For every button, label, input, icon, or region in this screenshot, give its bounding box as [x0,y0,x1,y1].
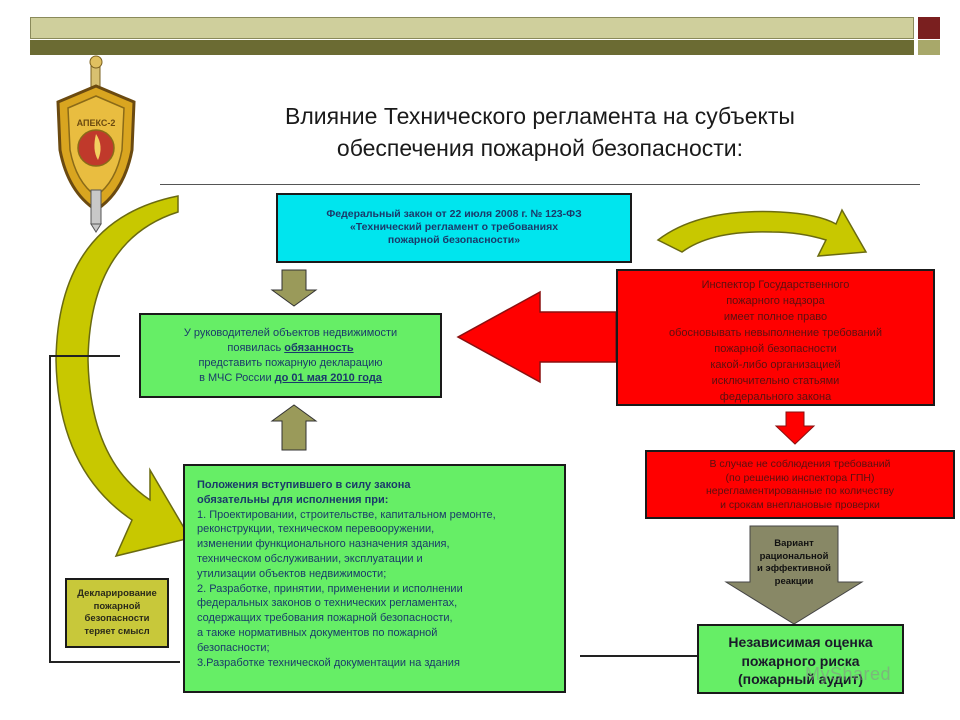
inspector-line: Инспектор Государственного [701,279,850,291]
header-bar-light [30,17,914,39]
down-arrow-law [270,269,318,307]
case-line: нерегламентированные по количеству [705,485,894,497]
law-line-1: Федеральный закон от 22 июля 2008 г. № 1… [326,208,582,220]
obligation-line-2: появилась обязанность [227,342,354,354]
declaration-line: Декларирование [77,588,157,599]
provisions-line: реконструкции, техническом перевооружени… [197,523,435,536]
obligation-line-1: У руководителей объектов недвижимости [183,327,398,339]
provisions-line: 1. Проектировании, строительстве, капита… [197,508,496,521]
variant-line: рациональной [759,550,829,562]
law-line-3: пожарной безопасности» [387,234,521,246]
gray-down-arrow [724,525,864,625]
non-compliance-box: В случае не соблюдения требований (по ре… [645,450,955,519]
audit-box: Независимая оценка пожарного риска (пожа… [697,624,904,694]
provisions-heading-1: Положения вступившего в силу закона [197,479,411,491]
audit-line: Независимая оценка [728,634,873,650]
top-right-curved-arrow [656,208,868,257]
header-square-olive [918,40,940,55]
watermark: MyShared [805,664,892,684]
title-divider [160,184,920,185]
case-line: (по решению инспектора ГПН) [725,471,875,484]
case-line: и срокам внеплановые проверки [720,498,880,511]
inspector-line: обосновывать невыполнение требований [669,327,882,339]
law-line-2: «Технический регламент о требованиях [349,221,559,233]
title-line-2: обеспечения пожарной безопасности: [336,135,744,161]
variant-line: Вариант [774,538,814,549]
shield-sword-emblem-icon: АПЕКС-2 [56,55,136,233]
variant-line: реакции [774,575,814,587]
federal-law-box: Федеральный закон от 22 июля 2008 г. № 1… [276,193,632,263]
declaration-box: Декларирование пожарной безопасности тер… [65,578,169,648]
obligation-line-4: в МЧС России до 01 мая 2010 года [199,372,382,384]
provisions-box: Положения вступившего в силу закона обяз… [183,464,566,693]
declaration-line: пожарной [93,600,141,612]
provisions-line: 2. Разработке, принятии, применении и ис… [197,582,463,595]
header-bar-dark [30,40,914,55]
provisions-line: утилизации объектов недвижимости; [197,567,387,580]
title-line-1: Влияние Технического регламента на субъе… [285,103,795,129]
page-title: Влияние Технического регламента на субъе… [180,100,900,164]
provisions-line: содержащих требования пожарной безопасно… [197,612,453,625]
variant-line: и эффективной [757,563,831,574]
up-arrow-provisions [270,404,318,451]
header-square-red [918,17,940,39]
inspector-line: имеет полное право [723,311,828,323]
obligation-line-3: представить пожарную декларацию [198,357,383,369]
inspector-line: какой-либо организацией [710,359,841,371]
provisions-heading-2: обязательны для исполнения при: [197,493,389,506]
provisions-line: изменении функционального назначения зда… [197,538,450,551]
provisions-line: федеральных законов о технических реглам… [197,597,458,610]
declaration-line: теряет смысл [84,625,150,637]
inspector-line: исключительно статьями [711,375,840,387]
red-left-arrow [456,290,617,384]
inspector-line: пожарной безопасности [714,343,837,355]
declaration-line: безопасности [84,613,150,624]
provisions-line: техническом обслуживании, эксплуатации и [197,552,423,565]
provisions-line: 3.Разработке технической документации на… [197,656,460,669]
case-line: В случае не соблюдения требований [709,458,891,470]
red-down-arrow [774,411,816,445]
inspector-line: федерального закона [719,391,832,403]
audit-line: пожарного риска [741,652,860,669]
left-bracket-line [49,355,180,663]
variant-label: Вариант рациональной и эффективной реакц… [748,538,840,588]
left-curved-arrow [55,195,192,558]
provisions-line: а также нормативных документов по пожарн… [197,626,438,639]
svg-text:АПЕКС-2: АПЕКС-2 [77,118,116,128]
inspector-line: пожарного надзора [726,295,825,307]
provisions-line: безопасности; [197,641,270,654]
audit-line: (пожарный аудит) [737,671,864,687]
inspector-box: Инспектор Государственного пожарного над… [616,269,935,406]
obligation-box: У руководителей объектов недвижимости по… [139,313,442,398]
